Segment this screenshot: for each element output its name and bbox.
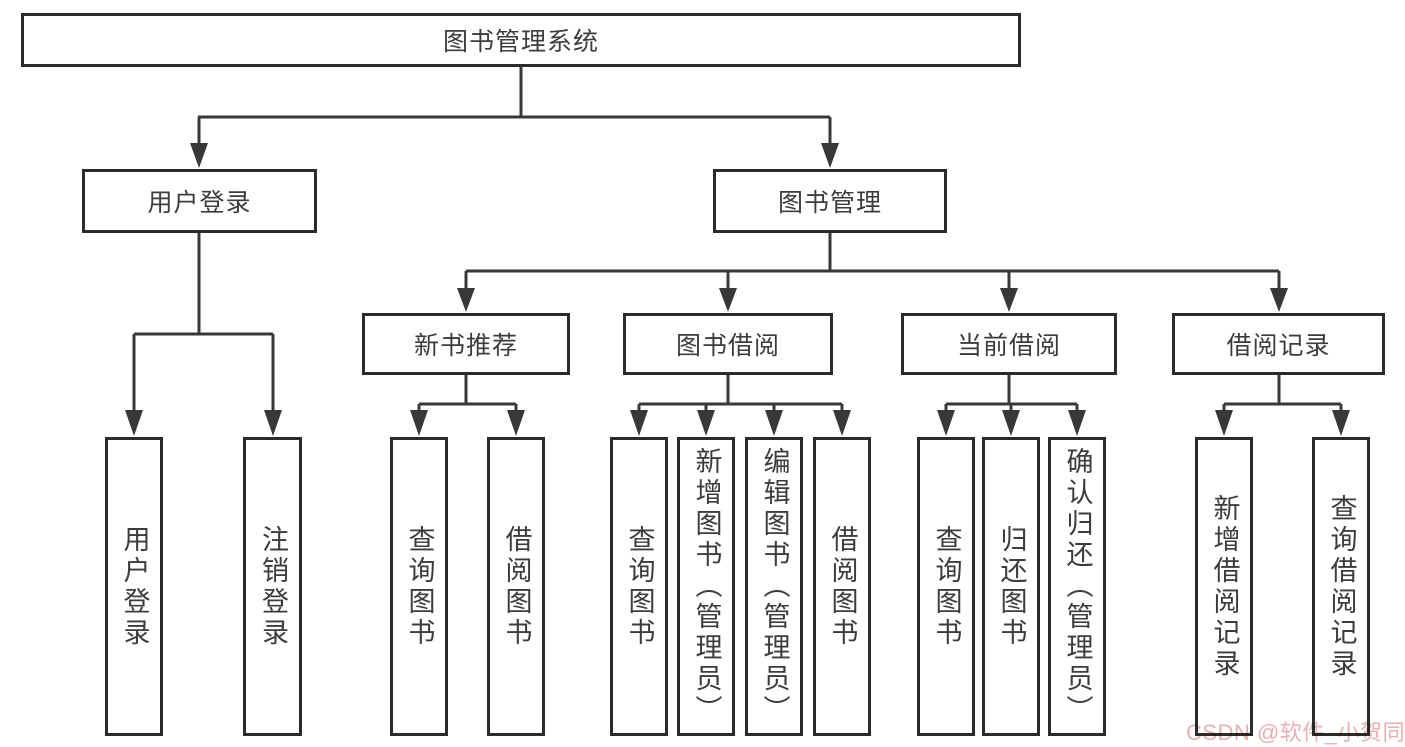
leaf-query-books-recommend: 查询图书 — [390, 437, 448, 736]
leaf-edit-book-admin: 编辑图书（管理员） — [745, 437, 803, 736]
node-label: 图书管理 — [777, 189, 882, 217]
leaf-add-borrow-record: 新增借阅记录 — [1195, 437, 1253, 736]
connector-current-borrow-children — [937, 375, 1086, 436]
leaf-label: 借阅图书 — [501, 524, 532, 649]
leaf-label: 新增图书（管理员） — [691, 447, 722, 726]
connector-book-borrow-children — [630, 375, 851, 436]
leaf-label: 确认归还（管理员） — [1062, 447, 1093, 726]
connector-borrow-records-children — [1215, 375, 1350, 436]
node-label: 当前借阅 — [956, 332, 1061, 360]
leaf-borrow-books-recommend: 借阅图书 — [487, 437, 545, 736]
leaf-add-book-admin: 新增图书（管理员） — [677, 437, 735, 736]
node-borrow-records: 借阅记录 — [1172, 313, 1385, 375]
leaf-label: 查询图书 — [404, 524, 435, 649]
connector-root-to-level1 — [190, 67, 839, 168]
connector-new-book-children — [410, 375, 525, 436]
node-user-login: 用户登录 — [82, 169, 317, 233]
leaf-logout: 注销登录 — [243, 437, 302, 736]
leaf-label: 归还图书 — [996, 524, 1027, 649]
node-label: 图书借阅 — [675, 332, 780, 360]
leaf-query-books-borrow: 查询图书 — [610, 437, 668, 736]
leaf-return-book: 归还图书 — [982, 437, 1040, 736]
leaf-label: 用户登录 — [119, 524, 150, 649]
leaf-label: 查询图书 — [624, 524, 655, 649]
leaf-label: 新增借阅记录 — [1209, 493, 1240, 680]
leaf-label: 查询图书 — [931, 524, 962, 649]
leaf-label: 查询借阅记录 — [1326, 493, 1357, 680]
node-new-book-recommend: 新书推荐 — [362, 313, 570, 375]
node-book-management: 图书管理 — [713, 169, 947, 233]
leaf-user-login: 用户登录 — [105, 437, 163, 736]
node-system-root: 图书管理系统 — [21, 13, 1021, 67]
leaf-label: 注销登录 — [258, 524, 288, 649]
leaf-label: 借阅图书 — [827, 524, 858, 649]
node-label: 用户登录 — [147, 189, 252, 217]
node-current-borrow: 当前借阅 — [901, 313, 1117, 375]
csdn-watermark: CSDN @软件_小贺同学 — [1186, 720, 1405, 745]
leaf-query-borrow-record: 查询借阅记录 — [1312, 437, 1370, 736]
node-label: 借阅记录 — [1226, 332, 1331, 360]
leaf-confirm-return-admin: 确认归还（管理员） — [1048, 437, 1106, 736]
leaf-borrow-books: 借阅图书 — [813, 437, 871, 736]
connector-user-login-children — [125, 233, 282, 436]
leaf-label: 编辑图书（管理员） — [759, 447, 790, 726]
node-label: 图书管理系统 — [442, 28, 599, 56]
node-label: 新书推荐 — [413, 332, 518, 360]
connector-book-management-children — [457, 233, 1288, 312]
leaf-query-books-current: 查询图书 — [917, 437, 975, 736]
node-book-borrow: 图书借阅 — [623, 313, 833, 375]
